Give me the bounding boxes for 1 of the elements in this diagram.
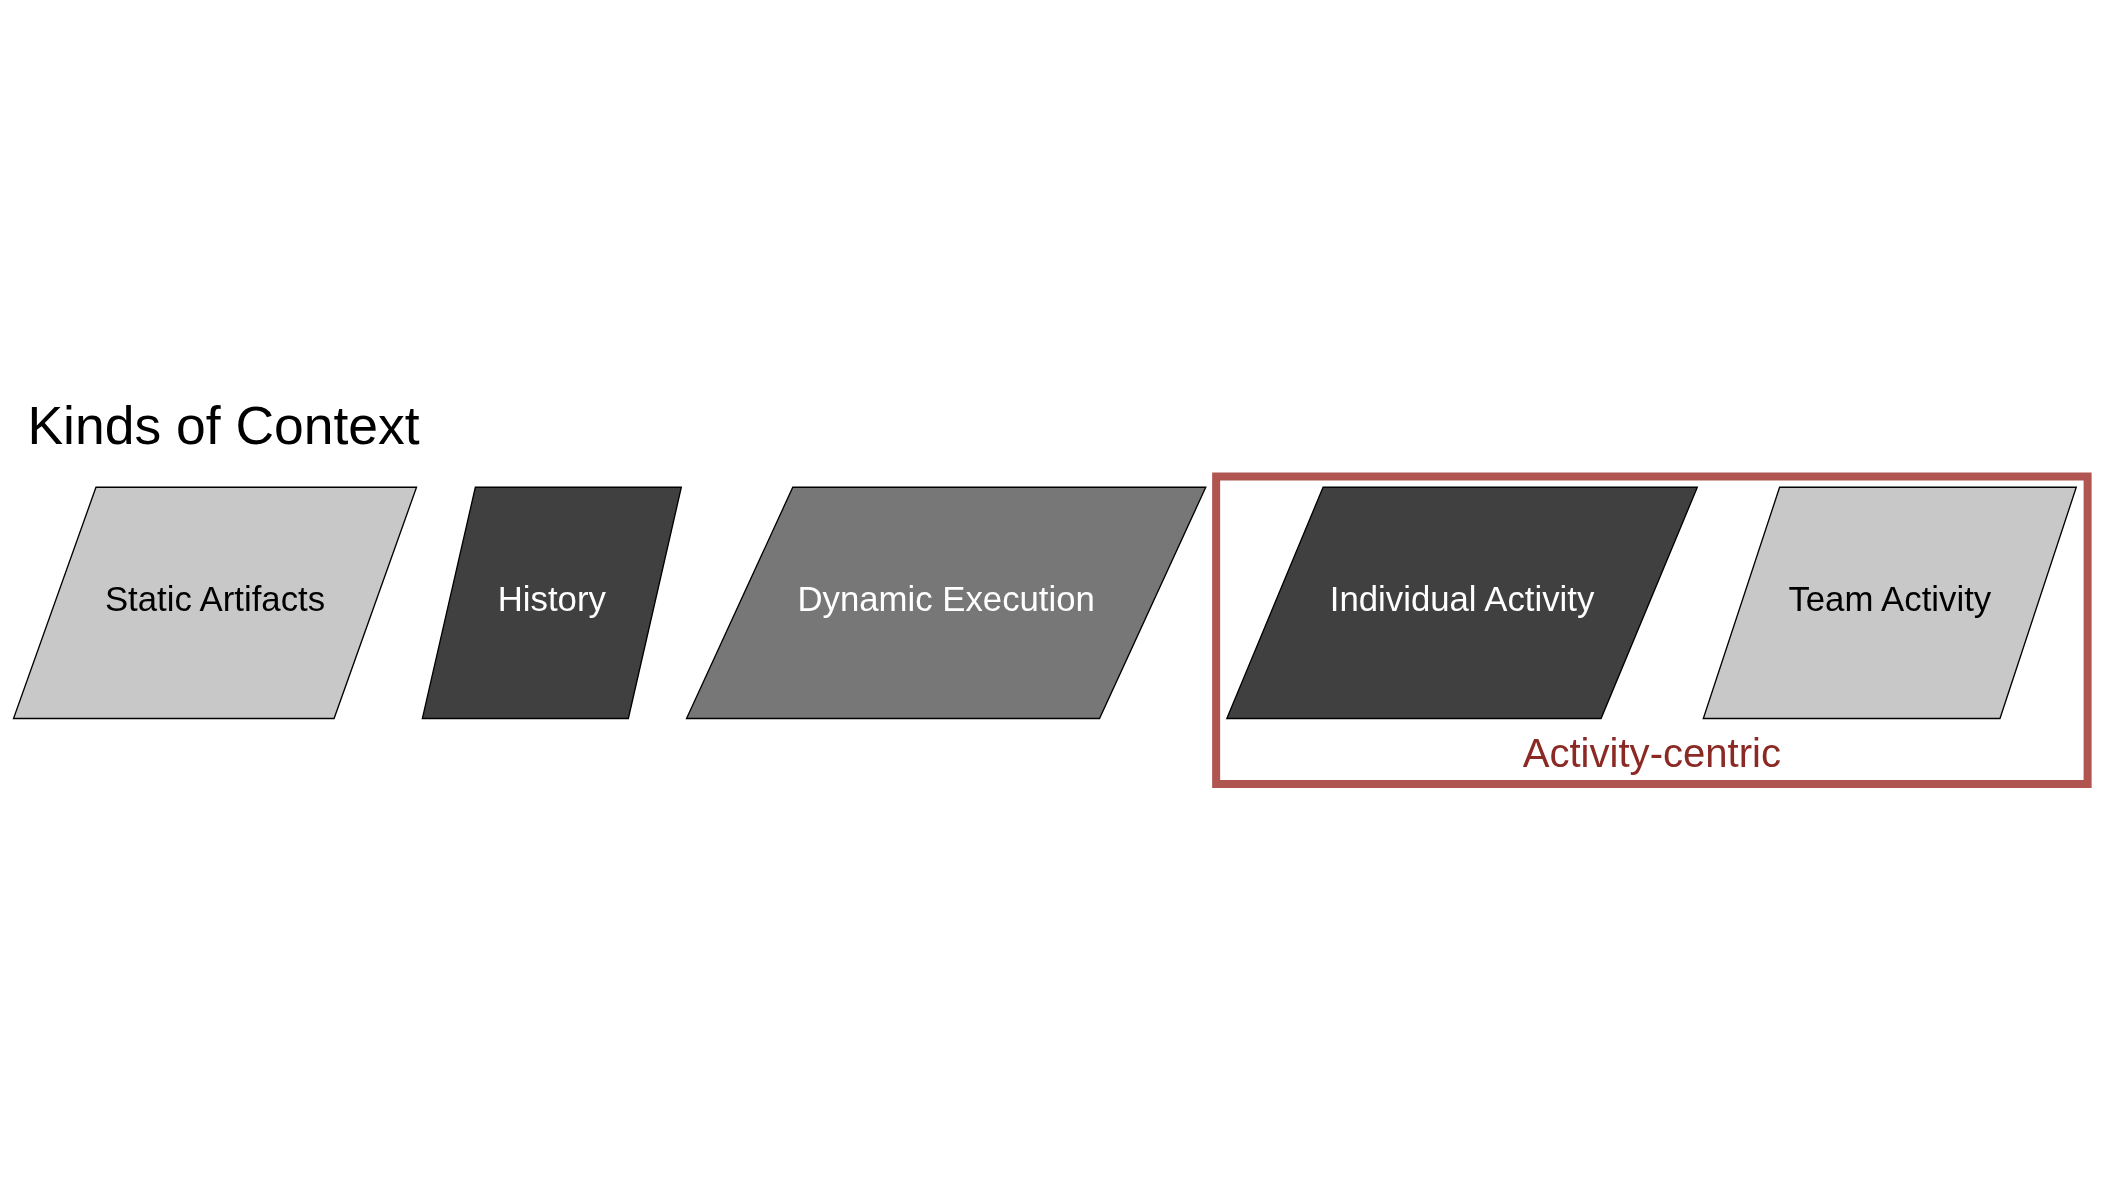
diagram-title: Kinds of Context <box>27 396 420 456</box>
